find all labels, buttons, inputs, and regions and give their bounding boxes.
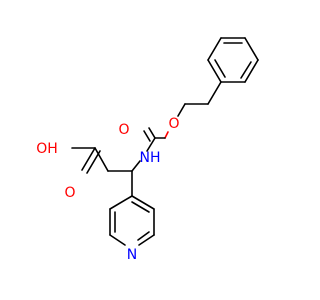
pyridine-nitrogen-label: N [127,247,137,263]
bond-oxygen [164,131,169,139]
bond-double-inner [240,61,252,79]
bond [148,127,156,139]
bond [109,234,126,246]
bond [143,130,151,142]
bond [94,147,109,172]
acid-carbonyl-oxygen-label: O [64,185,75,201]
structure-svg: O O NH OH O N [36,37,259,263]
amine-nh-label: NH [140,150,161,166]
bond [244,37,259,61]
bond-double-inner [214,59,226,78]
bond [146,137,156,152]
bond [131,195,155,210]
bond [177,103,186,117]
bond [131,160,141,172]
bond [207,59,222,83]
bond [109,195,133,210]
carbonyl-oxygen-label: O [118,122,129,138]
ester-oxygen-label: O [168,116,179,132]
bond [207,81,222,105]
bond [244,59,259,83]
benzene-ring [207,37,259,83]
bond-double-inner [131,201,150,213]
bond [86,150,101,174]
pyridine-ring [109,195,155,246]
bond [207,37,222,61]
bond-double-inner [137,231,150,241]
bond [81,147,96,171]
molecule-canvas: O O NH OH O N [36,37,259,263]
bond [138,234,155,246]
hydroxyl-oh-label: OH [36,141,58,157]
